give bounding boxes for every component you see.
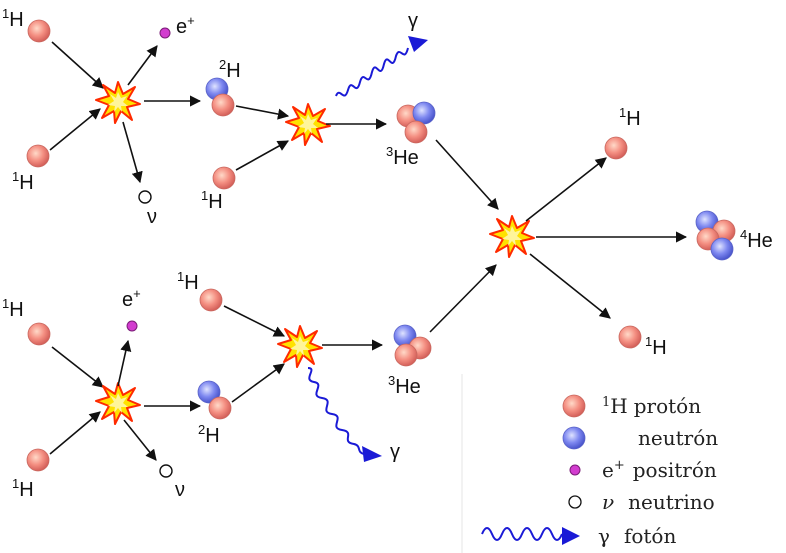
legend-neutron-icon [562, 426, 586, 450]
proton-particle [26, 144, 50, 168]
reaction-arrow [525, 157, 607, 222]
positron-particle [126, 320, 138, 332]
photon-arrowhead-icon [362, 446, 382, 462]
legend-neutrino-icon [568, 495, 582, 509]
reaction-arrow [231, 363, 285, 403]
fusion-burst-icon [277, 325, 323, 368]
reaction-arrow [127, 45, 158, 86]
label-hydrogen1: 1H [177, 269, 199, 294]
label-hydrogen1: 1H [2, 296, 24, 321]
fusion-burst-icon [489, 215, 535, 258]
label-hydrogen1: 1H [12, 476, 34, 501]
reaction-arrow [235, 140, 289, 171]
photon-wave-icon [335, 47, 409, 97]
reaction-arrow [122, 121, 143, 184]
proton-particle [26, 448, 50, 472]
helium3-nucleus [396, 101, 436, 144]
label-positron: e+ [122, 286, 141, 311]
reaction-arrow [49, 108, 101, 151]
legend-proton-icon [562, 394, 586, 418]
reaction-arrow [429, 264, 497, 333]
helium4-nucleus [695, 210, 736, 261]
deuterium-nucleus [205, 77, 235, 117]
proton-particle [27, 19, 51, 43]
helium3-nucleus [393, 324, 432, 367]
label-hydrogen1: 1H [12, 169, 34, 194]
proton-particle [604, 136, 628, 160]
reaction-arrow [435, 139, 499, 210]
label-helium3: 3He [386, 144, 419, 169]
photon-arrowhead-icon [408, 36, 428, 52]
legend-photon-arrowhead-icon [562, 527, 580, 545]
legend-photon-icon [481, 527, 563, 541]
proton-particle [618, 325, 642, 349]
proton-particle [199, 288, 223, 312]
label-photon: γ [390, 441, 400, 463]
proton-particle [27, 322, 51, 346]
deuterium-nucleus [197, 380, 232, 420]
label-positron: e+ [176, 13, 195, 38]
label-neutrino: ν [175, 479, 185, 501]
legend-positron-icon [569, 464, 581, 476]
label-helium3: 3He [388, 373, 421, 398]
fusion-burst-icon [285, 103, 331, 146]
label-helium4: 4He [740, 227, 773, 252]
neutrino-particle [138, 190, 152, 204]
reaction-arrow [529, 253, 611, 319]
legend-neutron-label: neutrón [638, 426, 718, 450]
reaction-arrow [51, 41, 104, 89]
reaction-arrow [49, 411, 101, 455]
label-photon: γ [408, 10, 418, 32]
reaction-arrow [223, 305, 286, 337]
photon-wave-icon [307, 367, 365, 455]
positron-particle [159, 27, 171, 39]
reaction-arrow [117, 339, 132, 387]
label-hydrogen1: 1H [201, 188, 223, 213]
label-neutrino: ν [147, 206, 157, 228]
proton-particle [212, 166, 236, 190]
reaction-arrow [235, 105, 290, 120]
legend-positron-label: e+positrón [602, 458, 717, 482]
fusion-burst-icon [95, 382, 141, 425]
reaction-arrow [51, 346, 104, 388]
label-hydrogen1: 1H [2, 6, 24, 31]
label-deuterium: 2H [198, 422, 220, 447]
label-hydrogen1: 1H [619, 105, 641, 130]
label-hydrogen1: 1H [645, 334, 667, 359]
label-deuterium: 2H [219, 57, 241, 82]
neutrino-particle [159, 464, 173, 478]
reaction-arrow [123, 419, 157, 461]
